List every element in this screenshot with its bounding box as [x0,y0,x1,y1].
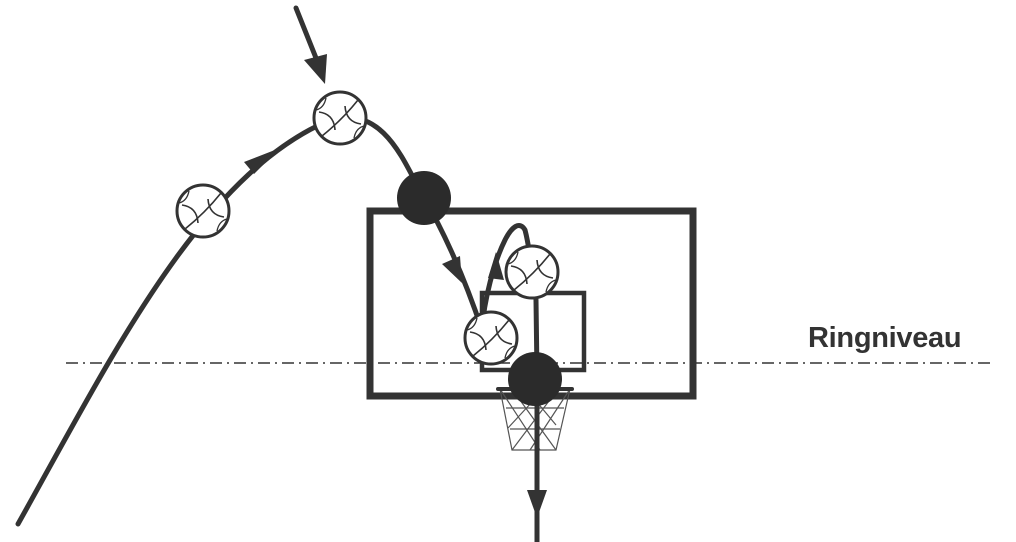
entry-arrow-shaft [293,5,319,61]
basketball-icon [175,183,231,239]
basketball-icon [312,90,368,146]
basketball-icon [504,244,560,300]
arrowhead-icon [488,252,504,280]
arrowhead-icon [442,256,462,283]
arrowhead-icon [244,148,280,174]
filled-circle-icon [397,171,451,225]
filled-circle-icon [508,352,562,406]
basketball-icon [463,310,519,366]
arrowhead-icon [304,54,327,84]
rim-level-label: Ringniveau [808,322,962,354]
arrowhead-icon [527,490,547,518]
